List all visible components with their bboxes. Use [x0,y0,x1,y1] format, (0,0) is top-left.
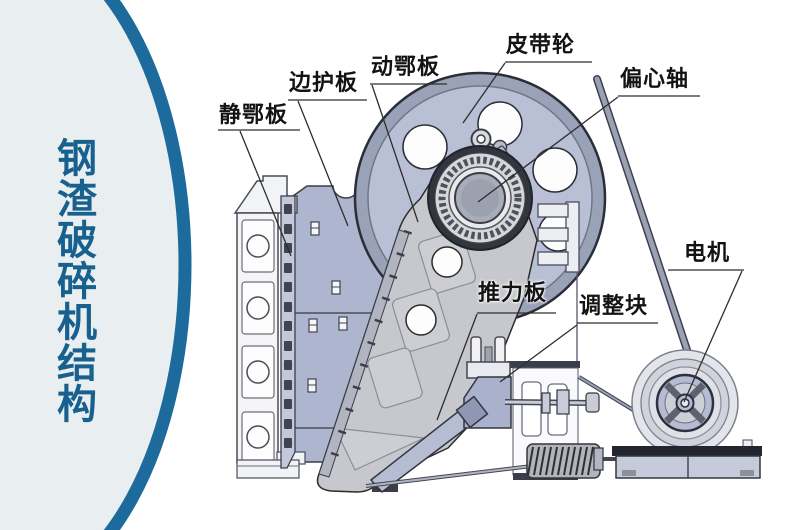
motor-pulley [631,349,739,457]
banner-ellipse [0,0,192,530]
label-thrust-plate: 推力板 [478,280,548,305]
label-motor: 电机 [684,240,731,265]
frame-bracket [537,201,580,273]
adjustment-bolt [504,389,600,415]
label-adjustment-block: 调整块 [579,293,649,318]
label-belt-pulley: 皮带轮 [506,32,576,57]
banner-title: 钢渣破碎机结构 [51,137,95,424]
label-movable-jaw-plate: 动鄂板 [371,54,441,79]
motor-base [612,439,762,479]
label-fixed-jaw-plate: 静鄂板 [219,102,289,127]
fixed-jaw-strip [280,195,296,469]
eccentric-bearing [427,128,533,251]
adjustment-assembly [455,336,512,429]
label-cheek-plate: 边护板 [289,70,359,95]
leader-lines [218,61,744,421]
label-eccentric-shaft: 偏心轴 [620,66,690,91]
tension-rod-spring [365,443,617,488]
